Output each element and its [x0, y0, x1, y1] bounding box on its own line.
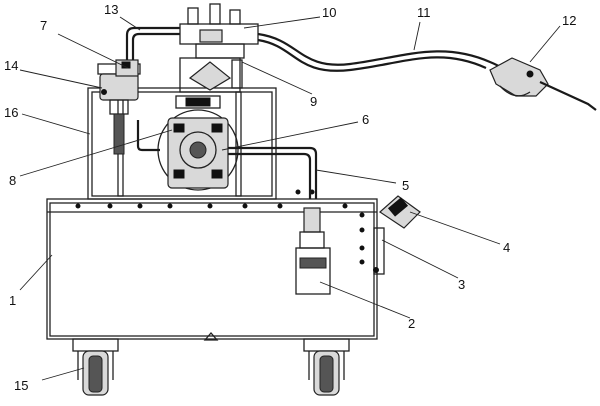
label-10: 10 — [322, 5, 336, 20]
wheel-left — [72, 338, 119, 396]
label-5: 5 — [402, 178, 409, 193]
side-fitting — [373, 195, 421, 275]
label-14: 14 — [4, 58, 18, 73]
label-13: 13 — [104, 2, 118, 17]
label-7: 7 — [40, 18, 47, 33]
fuel-nozzle — [489, 57, 597, 111]
delivery-hose — [257, 32, 511, 74]
leader-lines — [19, 16, 561, 381]
label-9: 9 — [310, 94, 317, 109]
wheel-right — [303, 338, 350, 396]
label-8: 8 — [9, 173, 16, 188]
label-2: 2 — [408, 316, 415, 331]
pump-motor — [157, 95, 239, 191]
label-11: 11 — [417, 5, 431, 20]
label-4: 4 — [503, 240, 510, 255]
tank-body — [46, 198, 378, 341]
label-6: 6 — [362, 112, 369, 127]
top-manifold — [179, 3, 259, 93]
upper-pipe — [125, 26, 180, 60]
label-15: 15 — [14, 378, 28, 393]
reference-numerals: 1 2 3 4 5 6 7 8 9 10 11 12 13 14 15 16 — [4, 2, 576, 393]
filter-cartridge — [295, 207, 331, 295]
label-1: 1 — [9, 293, 16, 308]
label-12: 12 — [562, 13, 576, 28]
filter-unit — [97, 63, 141, 155]
label-16: 16 — [4, 105, 18, 120]
outlet-pipe — [136, 120, 318, 199]
label-3: 3 — [458, 277, 465, 292]
